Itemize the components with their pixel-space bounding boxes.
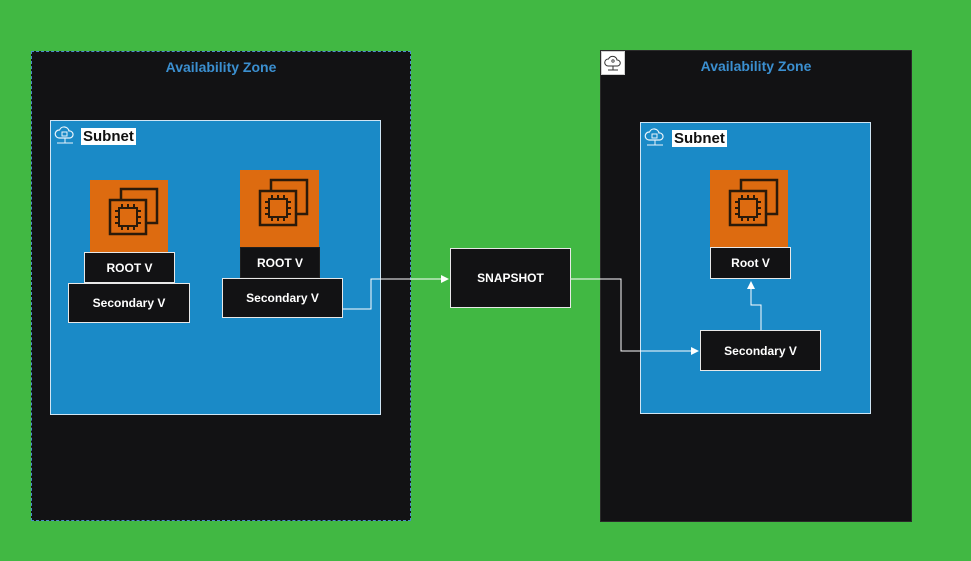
availability-zone-left-title: Availability Zone (165, 59, 277, 75)
ec2-chip-icon (258, 178, 309, 227)
secondary-volume-right[interactable]: Secondary V (700, 330, 821, 371)
arrow-snapshot-to-secondary (571, 278, 699, 355)
ec2-chip-icon (728, 178, 779, 227)
secondary-volume-a[interactable]: Secondary V (68, 283, 190, 323)
ec2-instance-b (240, 170, 319, 247)
ec2-chip-icon (108, 187, 159, 236)
subnet-left-label: Subnet (81, 128, 136, 145)
root-volume-right[interactable]: Root V (710, 247, 791, 279)
snapshot-box[interactable]: SNAPSHOT (450, 248, 571, 308)
arrow-secondary-to-snapshot (343, 275, 449, 310)
ec2-instance-a (90, 180, 168, 254)
subnet-right-label: Subnet (672, 130, 727, 147)
secondary-volume-a-label: Secondary V (92, 296, 166, 310)
secondary-volume-b-label: Secondary V (246, 291, 319, 305)
snapshot-label: SNAPSHOT (477, 271, 544, 285)
secondary-volume-right-label: Secondary V (724, 343, 797, 358)
root-volume-right-label: Root V (731, 256, 770, 270)
secondary-volume-b[interactable]: Secondary V (222, 278, 343, 318)
root-volume-b-label: ROOT V (256, 255, 303, 270)
arrow-secondary-to-root (747, 281, 762, 330)
cloud-region-icon (601, 51, 625, 75)
root-volume-b[interactable]: ROOT V (240, 247, 320, 278)
availability-zone-right-title: Availability Zone (700, 58, 812, 74)
cloud-subnet-icon (642, 124, 668, 150)
cloud-subnet-icon (52, 122, 78, 148)
root-volume-a-label: ROOT V (106, 260, 153, 275)
ec2-instance-right (710, 170, 788, 247)
root-volume-a[interactable]: ROOT V (84, 252, 175, 283)
